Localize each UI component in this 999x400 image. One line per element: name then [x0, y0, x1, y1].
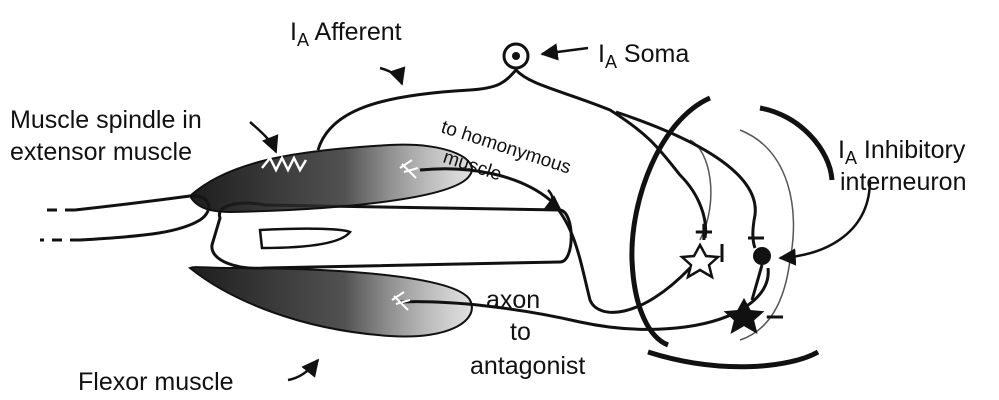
ia-afferent-label: IA Afferent: [290, 18, 402, 50]
ia-soma-icon: [504, 44, 528, 68]
axon-antagonist-label-line2: to: [510, 318, 531, 346]
ia-soma-label: IA Soma: [598, 40, 689, 72]
flexor-muscle-label: Flexor muscle: [78, 368, 234, 396]
axon-antagonist-label-line1: axon: [486, 286, 540, 314]
muscle-spindle-label-line2: extensor muscle: [10, 138, 192, 166]
muscle-spindle-label-line1: Muscle spindle in: [10, 106, 202, 134]
axon-antagonist-label-line3: antagonist: [470, 352, 585, 380]
ia-interneuron-label-line1: IA Inhibitory: [838, 136, 966, 168]
ia-interneuron-label-line2: interneuron: [840, 168, 966, 196]
excitatory-sign: +: [693, 217, 715, 247]
extensor-muscle: [190, 145, 472, 212]
inhibitory-synapse-icon: [726, 300, 762, 332]
spinal-cord: [632, 98, 832, 367]
inhibitory-interneuron-icon: [753, 247, 771, 265]
inhibitory-sign: −: [764, 302, 786, 332]
axon-to-homonymous-muscle: [420, 169, 690, 313]
